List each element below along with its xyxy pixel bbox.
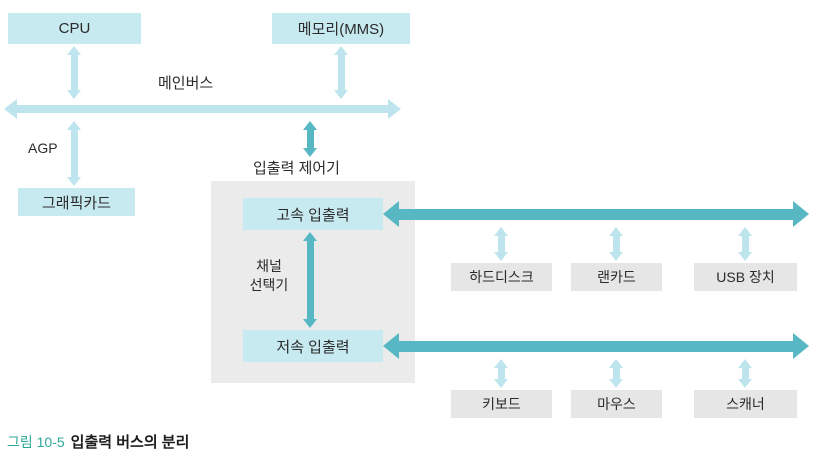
figure-caption: 그림 10-5 입출력 버스의 분리 bbox=[7, 431, 189, 452]
memory-box: 메모리(MMS) bbox=[272, 13, 410, 44]
arrow-bar bbox=[741, 367, 749, 380]
arrow-bar bbox=[497, 367, 505, 380]
arrow-bar bbox=[306, 129, 314, 149]
device-box-mouse: 마우스 bbox=[571, 390, 662, 418]
cpu-mainbus-arrow bbox=[67, 46, 81, 99]
figure-title: 입출력 버스의 분리 bbox=[70, 434, 190, 451]
mainbus-iocontroller-arrow bbox=[303, 121, 317, 157]
low-speed-bus-arrow bbox=[383, 333, 809, 359]
high-speed-bus-arrow bbox=[383, 201, 809, 227]
low-speed-io-box: 저속 입출력 bbox=[243, 330, 383, 362]
keyboard-connector-arrow bbox=[494, 359, 508, 388]
device-box-hard-disk: 하드디스크 bbox=[451, 263, 552, 291]
arrow-bar bbox=[398, 208, 794, 220]
memory-mainbus-arrow bbox=[334, 46, 348, 99]
figure-number: 그림 10-5 bbox=[7, 434, 65, 450]
arrow-bar bbox=[497, 235, 505, 253]
arrow-bar bbox=[306, 240, 314, 320]
device-box-scanner: 스캐너 bbox=[694, 390, 797, 418]
arrow-bar bbox=[16, 105, 389, 113]
mouse-connector-arrow bbox=[609, 359, 623, 388]
channel-selector-label: 채널 선택기 bbox=[240, 257, 298, 295]
arrow-bar bbox=[612, 235, 620, 253]
io-controller-label: 입출력 제어기 bbox=[253, 160, 340, 177]
device-box-usb: USB 장치 bbox=[694, 263, 797, 291]
arrow-bar bbox=[741, 235, 749, 253]
arrow-bar bbox=[337, 54, 345, 91]
device-box-keyboard: 키보드 bbox=[451, 390, 552, 418]
arrow-bar bbox=[398, 340, 794, 352]
usb-connector-arrow bbox=[738, 227, 752, 261]
channel-selector-line1: 채널 bbox=[256, 258, 282, 274]
main-bus-arrow bbox=[4, 99, 401, 119]
arrow-bar bbox=[70, 54, 78, 91]
arrow-bar bbox=[70, 129, 78, 178]
main-bus-label: 메인버스 bbox=[158, 75, 214, 92]
channel-selector-line2: 선택기 bbox=[249, 277, 289, 293]
graphics-card-box: 그래픽카드 bbox=[18, 188, 135, 216]
agp-label: AGP bbox=[28, 140, 58, 156]
lan-card-connector-arrow bbox=[609, 227, 623, 261]
hard-disk-connector-arrow bbox=[494, 227, 508, 261]
device-box-lan-card: 랜카드 bbox=[571, 263, 662, 291]
cpu-box: CPU bbox=[8, 13, 141, 44]
agp-arrow bbox=[67, 121, 81, 186]
scanner-connector-arrow bbox=[738, 359, 752, 388]
channel-selector-arrow bbox=[303, 232, 317, 328]
high-speed-io-box: 고속 입출력 bbox=[243, 198, 383, 230]
arrow-bar bbox=[612, 367, 620, 380]
